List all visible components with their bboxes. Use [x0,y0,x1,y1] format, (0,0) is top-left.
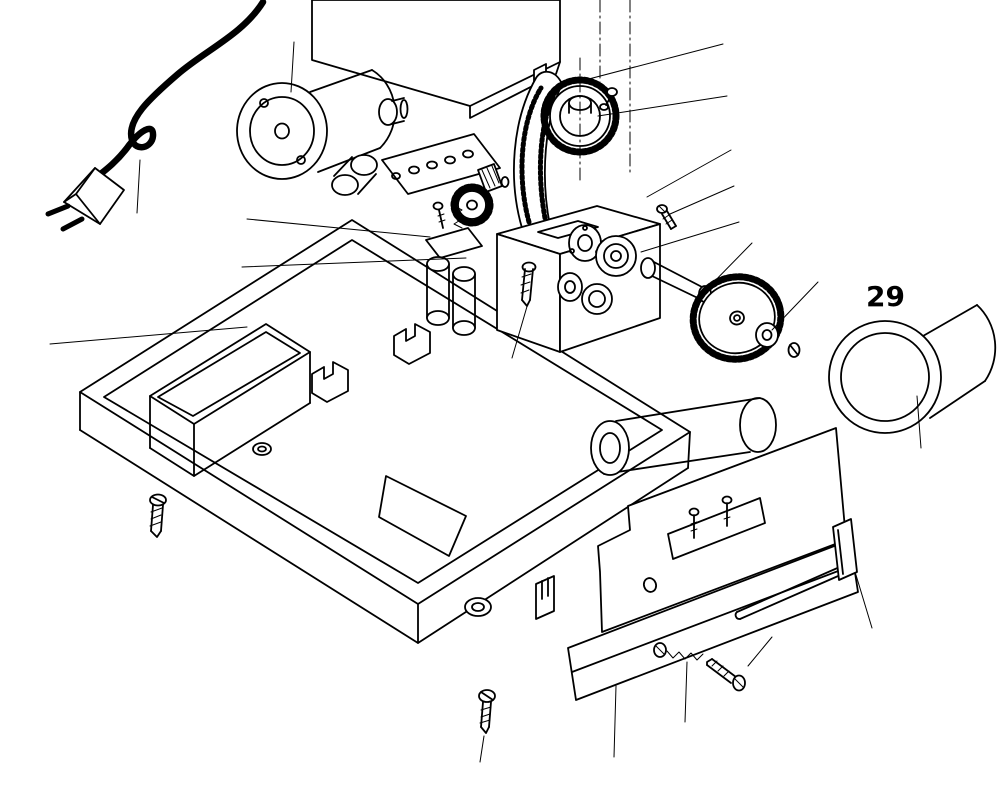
roller [590,397,777,476]
locking-knob [828,304,997,434]
toothed-belt [513,70,563,237]
capacitor [331,154,378,196]
cable-clip [311,361,349,403]
rim-clip [535,575,555,620]
drive-pinion [450,183,494,227]
center-lines [579,0,631,185]
mounting-screw [520,261,537,307]
ball-bearing [581,283,613,315]
bearing-flange [557,272,583,302]
saw-blade [689,273,785,363]
panel-screw [721,495,733,527]
tray-foot [464,597,492,617]
foot-screw [149,493,167,538]
gearbox-screw [656,204,677,230]
front-ramp [378,475,467,557]
end-bracket [832,518,858,581]
bracket-screw [432,201,446,229]
leader-lines [49,41,922,763]
top-housing [311,0,561,119]
base-tray [79,219,691,644]
knurled-adjuster [477,163,510,193]
spacer-bracket [425,227,483,336]
front-fascia [567,539,859,701]
bracket-spring [453,205,463,229]
floor-boss [252,442,272,456]
blade-screw [787,342,801,358]
fastening-screw [706,658,746,692]
panel-screw [688,507,700,539]
motor-mount-plate [381,133,501,195]
power-plug [45,167,125,232]
spring-screw [653,642,704,661]
power-cord [94,0,267,180]
inner-enclosure [149,323,311,477]
motor [236,69,409,180]
cable-clip [393,323,431,365]
bearing-flange [568,224,602,262]
pulley-set-screw [599,87,618,111]
ball-bearing [595,235,637,277]
part-label-29: 29 [866,280,905,313]
foot-screw [478,689,496,734]
